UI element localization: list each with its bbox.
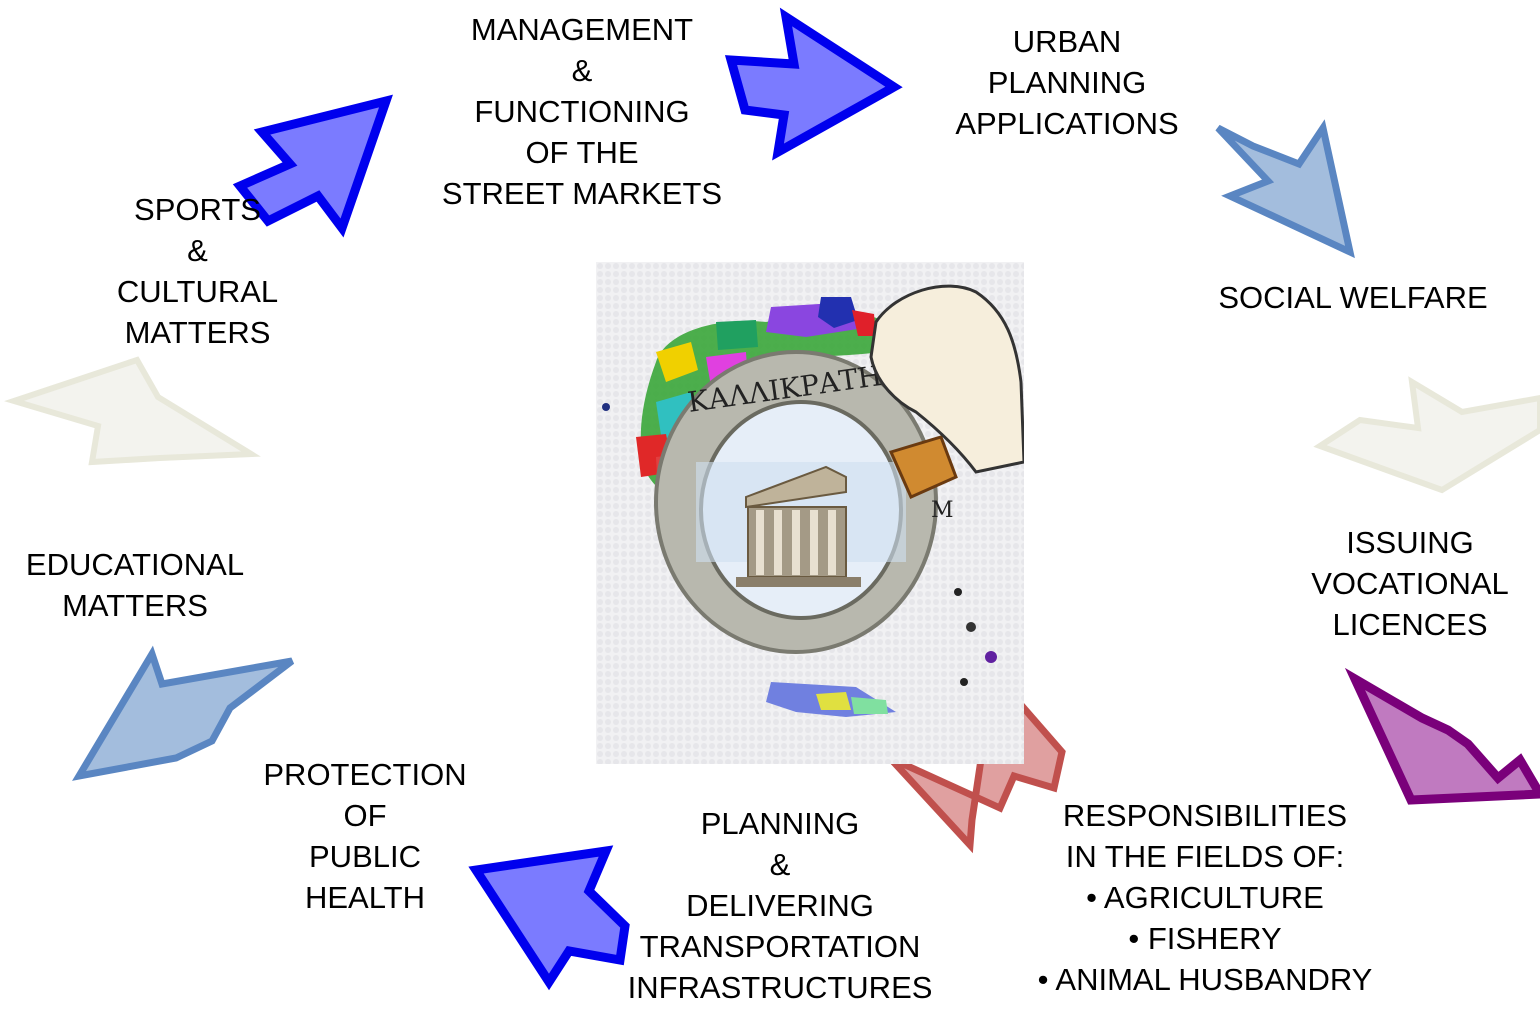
stamp-ring: ΚΑΛΛΙΚΡΑΤΗΣ M	[654, 350, 954, 654]
kallikratis-emblem: ΚΑΛΛΙΚΡΑΤΗΣ M	[596, 262, 1024, 764]
label-street-markets: MANAGEMENT & FUNCTIONING OF THE STREET M…	[441, 12, 723, 211]
arrow-educational-to-sports	[4, 356, 261, 466]
label-responsibilities: RESPONSIBILITIES IN THE FIELDS OF: • AGR…	[1037, 798, 1373, 997]
arrow-vocational-to-responsibilities	[1344, 667, 1540, 805]
arrow-markets-to-urban	[724, 7, 903, 161]
label-educational: EDUCATIONAL MATTERS	[25, 547, 245, 623]
label-sports-cultural: SPORTS & CULTURAL MATTERS	[116, 192, 279, 350]
label-public-health: PROTECTION OF PUBLIC HEALTH	[263, 757, 467, 915]
label-urban-planning: URBAN PLANNING APPLICATIONS	[955, 24, 1179, 141]
temple-icon	[736, 465, 861, 587]
arrow-welfare-to-vocational	[1313, 376, 1540, 494]
arrow-sports-to-markets	[232, 94, 393, 238]
label-transportation: PLANNING & DELIVERING TRANSPORTATION INF…	[627, 806, 933, 1005]
ring-text-end: M	[931, 498, 954, 523]
label-vocational-licences: ISSUING VOCATIONAL LICENCES	[1311, 525, 1509, 642]
arrow-health-to-educational	[72, 645, 295, 781]
label-social-welfare: SOCIAL WELFARE	[1218, 280, 1488, 315]
arrow-urban-to-welfare	[1215, 119, 1355, 259]
arrow-transport-to-health	[468, 845, 630, 991]
hand-stamp-icon	[869, 284, 1024, 499]
